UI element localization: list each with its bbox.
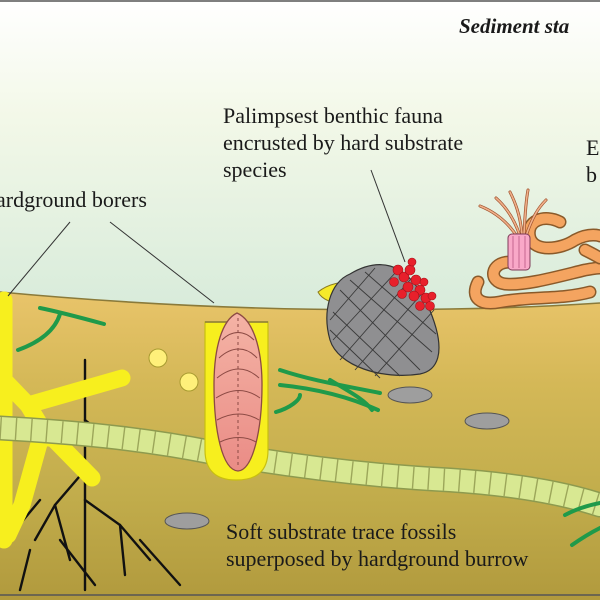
branching-burrows: [13, 358, 182, 592]
anemone-icon: [478, 188, 548, 271]
bivalve-shell-icon: [213, 312, 263, 472]
diagram-title: Sediment sta: [459, 14, 570, 38]
algae-fronds: [16, 306, 600, 547]
sediment-body: [0, 292, 600, 600]
label-hardground-borers: ardground borers: [0, 187, 147, 212]
pellet: [179, 372, 199, 392]
label-encrusters: E b: [586, 135, 600, 187]
pebble: [387, 386, 433, 404]
segmented-worm-burrow: [0, 415, 600, 518]
pebble: [464, 412, 510, 430]
pellet: [148, 348, 168, 368]
pebble: [164, 512, 210, 530]
leader-lines: [7, 169, 406, 304]
label-palimpsest-fauna: Palimpsest benthic fauna encrusted by ha…: [223, 103, 464, 182]
label-soft-substrate: Soft substrate trace fossils superposed …: [226, 519, 529, 571]
red-encrusters: [389, 257, 437, 311]
